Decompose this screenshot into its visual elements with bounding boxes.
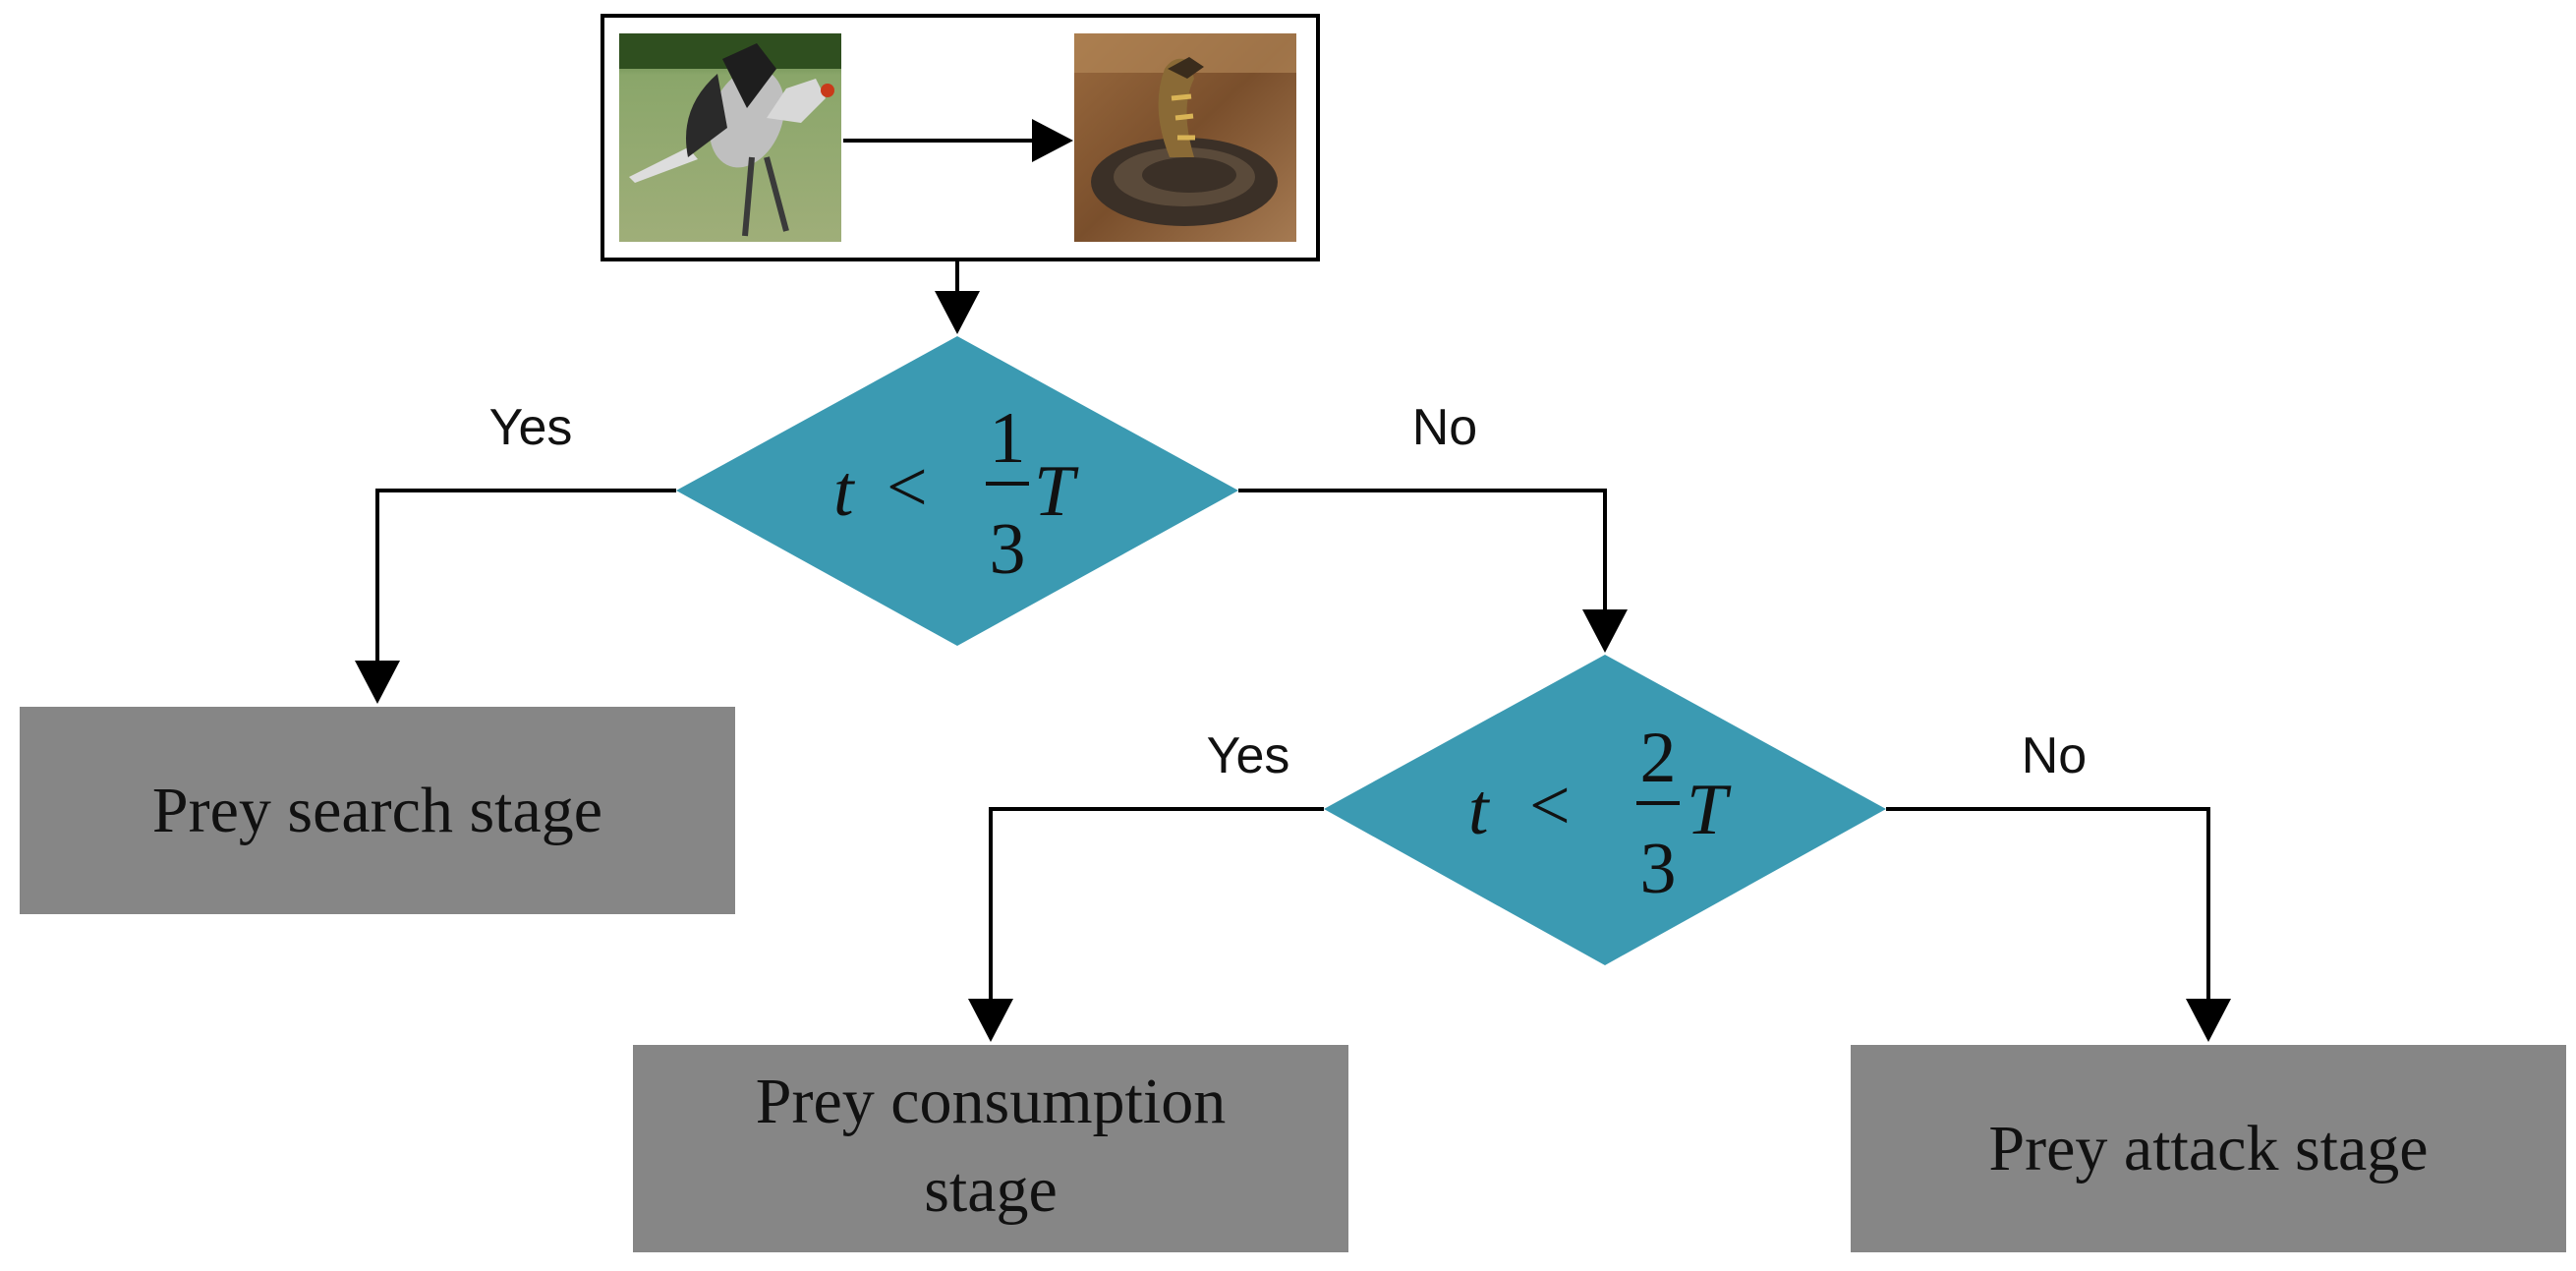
decision1-op: < — [887, 447, 928, 528]
prey-attack-stage-label: Prey attack stage — [1988, 1113, 2428, 1184]
decision1-var: t — [833, 451, 856, 532]
decision1-numerator: 1 — [990, 398, 1026, 479]
decision2-yes-label: Yes — [1207, 727, 1290, 784]
decision2-tail: T — [1687, 770, 1732, 850]
prey-attack-stage-rect — [1851, 1045, 2566, 1252]
bird-to-snake-arrowhead — [1032, 119, 1073, 162]
prey-search-stage-box: Prey search stage — [20, 707, 735, 914]
secretary-bird-icon — [619, 33, 841, 242]
prey-search-stage-label: Prey search stage — [152, 775, 602, 846]
decision1-diamond — [676, 336, 1238, 646]
prey-consumption-stage-label-line1: Prey consumption — [756, 1066, 1226, 1137]
decision1-yes-connector — [375, 489, 676, 664]
decision2-var: t — [1468, 770, 1491, 850]
decision1-yes-arrowhead — [355, 661, 400, 704]
decision1-tail: T — [1034, 451, 1079, 532]
decision2-no-connector — [1886, 807, 2210, 1001]
image-panel — [601, 14, 1320, 261]
snake-icon — [1074, 33, 1296, 242]
decision2: t < 2 3 T — [1324, 655, 1886, 965]
decision1: t < 1 3 T — [676, 336, 1238, 646]
decision2-numerator: 2 — [1640, 718, 1677, 798]
decision2-no-arrowhead — [2186, 999, 2231, 1042]
decision1-no-label: No — [1412, 399, 1477, 456]
decision2-no-label: No — [2022, 727, 2087, 784]
decision2-op: < — [1529, 766, 1571, 846]
decision1-yes-label: Yes — [489, 399, 573, 456]
decision1-no-connector — [1238, 489, 1607, 611]
decision2-yes-connector — [989, 807, 1324, 1001]
decision1-no-arrowhead — [1582, 609, 1628, 653]
prey-search-stage-rect — [20, 707, 735, 914]
decision2-diamond — [1324, 655, 1886, 965]
prey-consumption-stage-label-line2: stage — [924, 1154, 1058, 1226]
prey-attack-stage-box: Prey attack stage — [1851, 1045, 2566, 1252]
decision1-denominator: 3 — [990, 509, 1026, 590]
panel-to-decision1-arrowhead — [935, 291, 980, 334]
prey-consumption-stage-box: Prey consumption stage — [633, 1045, 1348, 1252]
prey-consumption-stage-rect — [633, 1045, 1348, 1252]
decision2-denominator: 3 — [1640, 829, 1677, 909]
decision2-yes-arrowhead — [968, 999, 1013, 1042]
